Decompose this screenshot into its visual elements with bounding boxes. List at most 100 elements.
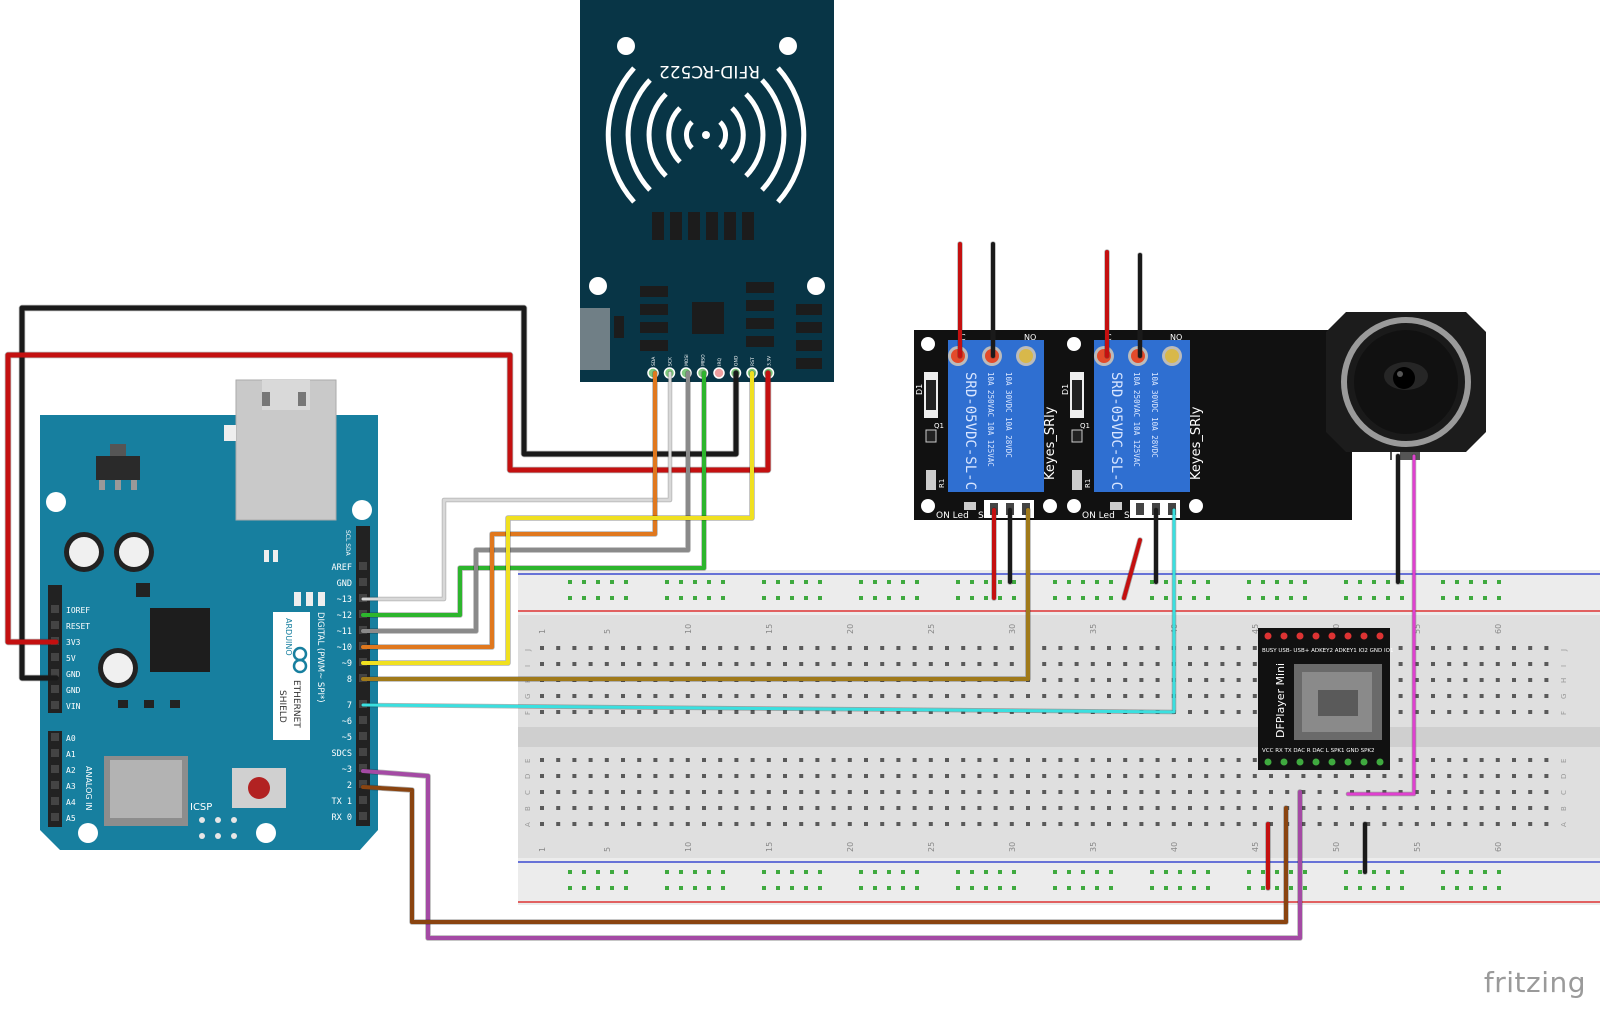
power-pin-label: IOREF	[66, 606, 90, 615]
power-header	[48, 585, 62, 713]
row-letter: A	[1560, 822, 1568, 827]
analog-pin-label: A5	[66, 814, 76, 823]
column-number: 45	[1251, 842, 1260, 852]
column-number: 40	[1170, 842, 1179, 852]
relay-no-label: NO	[1024, 333, 1036, 342]
column-number: 15	[765, 624, 774, 634]
row-letter: H	[1560, 678, 1568, 683]
column-number: 25	[927, 624, 936, 634]
analog-pin-label: A2	[66, 766, 76, 775]
digital-pin-label: ~3	[342, 765, 352, 775]
mounting-hole	[921, 337, 935, 351]
column-number: 25	[927, 842, 936, 852]
wire[interactable]	[361, 769, 1302, 940]
voltage-regulator	[96, 456, 140, 480]
mounting-hole	[1067, 499, 1081, 513]
speaker[interactable]	[1326, 312, 1486, 460]
relay-pin[interactable]	[1022, 503, 1030, 515]
top-pin-labels: SCL SDA	[344, 530, 351, 557]
digital-pin-label: GND	[337, 579, 352, 589]
column-number: 5	[603, 629, 612, 634]
mounting-hole	[46, 492, 66, 512]
row-letter: B	[524, 806, 532, 811]
dfplayer-bottom-labels: VCC RX TX DAC R DAC L SPK1 GND SPK2	[1262, 748, 1375, 754]
wire[interactable]	[361, 371, 672, 601]
arduino-brand: ARDUINO	[284, 618, 293, 656]
row-letter: D	[1560, 774, 1568, 779]
dfplayer-top-labels: BUSY USB- USB+ ADKEY2 ADKEY1 IO2 GND IO1	[1262, 648, 1393, 654]
dfplayer-top-pins	[1264, 632, 1384, 640]
row-letter: J	[1560, 649, 1568, 652]
power-pin-label: GND	[66, 686, 81, 695]
dfplayer-mini[interactable]: BUSY USB- USB+ ADKEY2 ADKEY1 IO2 GND IO1…	[1258, 628, 1393, 770]
column-number: 50	[1332, 842, 1341, 852]
column-number: 20	[846, 624, 855, 634]
column-number: 55	[1413, 624, 1422, 634]
digital-pin-label: 8	[347, 675, 352, 685]
analog-pin-label: A0	[66, 734, 76, 743]
digital-pin-label: ~11	[337, 627, 352, 637]
wire[interactable]	[1346, 454, 1416, 796]
wire[interactable]	[361, 508, 1030, 681]
column-number: 15	[765, 842, 774, 852]
rfid-pin[interactable]	[713, 367, 725, 379]
rfid-pin-label: RST	[750, 357, 756, 366]
relay-model: SRD-05VDC-SL-C	[962, 372, 978, 490]
column-number: 10	[684, 842, 693, 852]
wire[interactable]	[19, 305, 739, 681]
arduino-logo	[292, 646, 308, 674]
relay-q1-label: Q1	[934, 422, 944, 430]
digital-pin-label: ~12	[337, 611, 352, 621]
relay-pin[interactable]	[1168, 503, 1176, 515]
row-letter: D	[524, 774, 532, 779]
rfid-pin-label: MOSI	[684, 354, 690, 366]
rfid-antenna-icon	[605, 66, 807, 204]
analog-header	[48, 731, 62, 827]
shield-title-1: ETHERNET	[291, 680, 301, 728]
relay-pin[interactable]	[1136, 503, 1144, 515]
row-letter: G	[1560, 694, 1568, 699]
wire[interactable]	[1122, 538, 1142, 600]
row-letter: G	[524, 694, 532, 699]
icsp-header	[199, 817, 237, 839]
wires	[4, 241, 1417, 941]
relay-d1-label: D1	[1061, 384, 1070, 395]
relay-c-label: C	[960, 333, 966, 342]
wire[interactable]	[361, 371, 657, 649]
wire[interactable]	[361, 371, 706, 617]
column-number: 20	[846, 842, 855, 852]
column-number: 1	[538, 629, 547, 634]
row-letter: C	[1560, 790, 1568, 795]
wire[interactable]	[361, 371, 690, 633]
wire[interactable]	[5, 352, 771, 645]
row-letter: I	[1560, 665, 1568, 667]
arduino-ethernet-shield[interactable]: ARDUINO ETHERNET SHIELD DIGITAL (PWM~ SP…	[40, 379, 378, 850]
column-number: 30	[1008, 624, 1017, 634]
mounting-hole	[1189, 499, 1203, 513]
power-pin-label: 5V	[66, 654, 76, 663]
relay-rating: 10A 250VAC 10A 125VAC	[1132, 372, 1141, 467]
digital-pin-label: ~13	[337, 595, 352, 605]
mounting-hole	[256, 823, 276, 843]
breadboard-rail-holes	[568, 580, 1501, 890]
digital-pin-label: TX 1	[332, 797, 352, 807]
mounting-hole	[1067, 337, 1081, 351]
wire[interactable]	[361, 785, 1288, 924]
column-number: 60	[1494, 842, 1503, 852]
shield-title-2: SHIELD	[277, 690, 287, 723]
column-number: 5	[603, 847, 612, 852]
digital-pin-label: ~6	[342, 717, 352, 727]
row-letter: J	[524, 649, 532, 652]
mounting-hole	[78, 823, 98, 843]
row-letter: F	[524, 711, 532, 715]
row-letter: A	[524, 822, 532, 827]
wire[interactable]	[361, 508, 1176, 714]
relay-on-led-label: ON Led	[936, 511, 969, 521]
relay-no-label: NO	[1170, 333, 1182, 342]
wire[interactable]	[361, 371, 754, 665]
digital-pin-label: AREF	[332, 563, 352, 573]
